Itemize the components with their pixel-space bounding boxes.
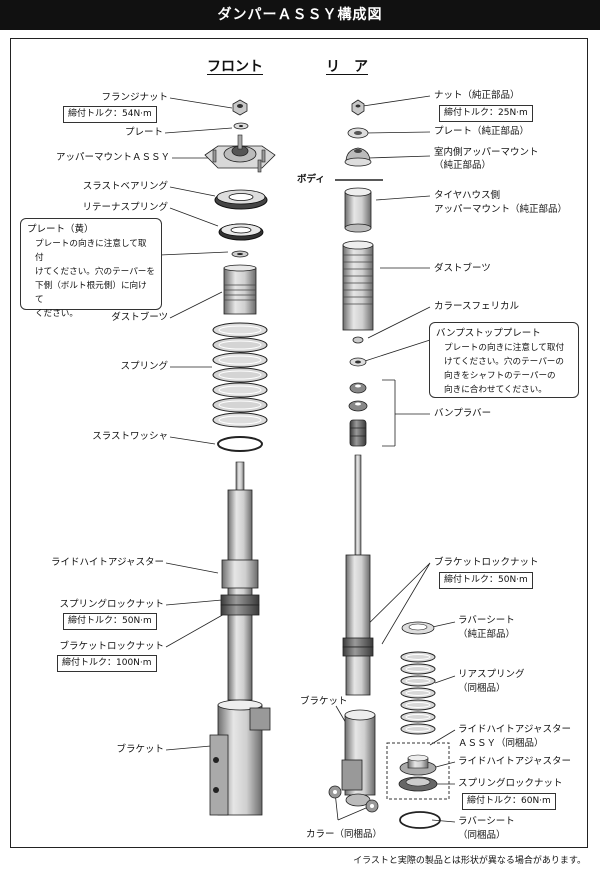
rear-tyre-house-mount-label: タイヤハウス側 bbox=[434, 190, 501, 201]
rear-collar-label: カラー（同梱品） bbox=[306, 829, 383, 840]
rear-note-line: 向きをシャフトのテーパーの bbox=[444, 371, 556, 381]
front-thrust-washer-label: スラストワッシャ bbox=[92, 431, 168, 442]
front-bracket-lock-nut-label: ブラケットロックナット bbox=[59, 641, 164, 652]
rear-bracket-lock-nut-label: ブラケットロックナット bbox=[434, 557, 539, 568]
front-ride-height-adjuster-label: ライドハイトアジャスター bbox=[51, 557, 164, 568]
diagram-frame bbox=[10, 38, 588, 848]
front-plate-label: プレート bbox=[124, 127, 163, 138]
rear-note-title: バンプストッププレート bbox=[436, 328, 541, 339]
rear-spring-label: リアスプリング bbox=[458, 669, 525, 680]
front-damper-parts bbox=[204, 99, 276, 816]
leader-lines bbox=[159, 95, 456, 823]
front-spring-label: スプリング bbox=[120, 361, 168, 372]
rear-adjuster-label: ライドハイトアジャスター bbox=[458, 756, 571, 767]
adjuster-group-box bbox=[386, 742, 450, 800]
page-title: ダンパーＡＳＳＹ構成図 bbox=[0, 0, 600, 30]
front-heading: フロント bbox=[207, 59, 263, 75]
rear-inner-mount-label: 室内側アッパーマウント bbox=[434, 147, 539, 158]
rear-nut-torque: 締付トルク：25N·m bbox=[439, 105, 533, 122]
front-note-title: プレート（黄） bbox=[27, 224, 94, 235]
rear-inner-mount-sub: （純正部品） bbox=[434, 160, 492, 171]
front-note-line: プレートの向きに注意して取付 bbox=[35, 239, 147, 263]
rear-note-line: 向きに合わせてください。 bbox=[444, 385, 547, 395]
rear-dust-boot-label: ダストブーツ bbox=[434, 263, 491, 274]
front-flange-nut-torque: 締付トルク：54N·m bbox=[63, 106, 157, 123]
rear-nut-label: ナット（純正部品） bbox=[434, 90, 520, 101]
rear-rubber-seat-label: ラバーシート bbox=[458, 615, 515, 626]
rear-heading: リ ア bbox=[326, 59, 368, 75]
rear-bump-rubber-label: バンプラバー bbox=[434, 408, 492, 419]
front-spring-lock-nut-label: スプリングロックナット bbox=[59, 599, 164, 610]
front-note-line: ください。 bbox=[35, 309, 78, 319]
rear-spring-lock-nut-label: スプリングロックナット bbox=[458, 778, 563, 789]
body-label: ボディ bbox=[297, 174, 325, 185]
rear-spring-lock-nut-torque: 締付トルク：60N·m bbox=[462, 793, 556, 810]
rear-adjuster-assy-sub: ＡＳＳＹ（同梱品） bbox=[458, 738, 544, 749]
footer-disclaimer: イラストと実際の製品とは形状が異なる場合があります。 bbox=[353, 856, 586, 866]
rear-note-line: プレートの向きに注意して取付 bbox=[444, 343, 565, 353]
rear-rubber-seat-bundled-sub: （同梱品） bbox=[458, 830, 506, 841]
front-dust-boot-label: ダストブーツ bbox=[111, 312, 168, 323]
front-thrust-bearing-label: スラストベアリング bbox=[82, 181, 168, 192]
front-note-line: けてください。穴のテーパーを bbox=[35, 267, 155, 277]
front-flange-nut-label: フランジナット bbox=[101, 92, 168, 103]
front-note-line: 下側（ボルト根元側）に向けて bbox=[35, 281, 147, 305]
rear-bump-stop-note: バンプストッププレート プレートの向きに注意して取付 けてください。穴のテーパー… bbox=[429, 322, 579, 398]
rear-note-line: けてください。穴のテーパーの bbox=[444, 357, 564, 367]
rear-rubber-seat-bundled-label: ラバーシート bbox=[458, 816, 515, 827]
front-upper-mount-label: アッパーマウントＡＳＳＹ bbox=[55, 152, 170, 163]
rear-collar-spherical-label: カラースフェリカル bbox=[434, 301, 520, 312]
rear-tyre-house-mount-sub: アッパーマウント（純正部品） bbox=[434, 204, 568, 215]
front-retainer-spring-label: リテーナスプリング bbox=[82, 202, 168, 213]
front-spring-lock-nut-torque: 締付トルク：50N·m bbox=[63, 613, 157, 630]
rear-adjuster-assy-label: ライドハイトアジャスター bbox=[458, 724, 571, 735]
front-plate-note: プレート（黄） プレートの向きに注意して取付 けてください。穴のテーパーを 下側… bbox=[20, 218, 162, 319]
rear-rubber-seat-sub: （純正部品） bbox=[458, 629, 516, 640]
front-bracket-lock-nut-torque: 締付トルク：100N·m bbox=[57, 655, 157, 672]
rear-spring-sub: （同梱品） bbox=[458, 683, 506, 694]
rear-bracket-label: ブラケット bbox=[300, 696, 348, 707]
rear-plate-label: プレート（純正部品） bbox=[434, 126, 530, 137]
rear-damper-parts bbox=[328, 99, 441, 829]
front-bracket-label: ブラケット bbox=[116, 744, 164, 755]
rear-bracket-lock-nut-torque: 締付トルク：50N·m bbox=[439, 572, 533, 589]
